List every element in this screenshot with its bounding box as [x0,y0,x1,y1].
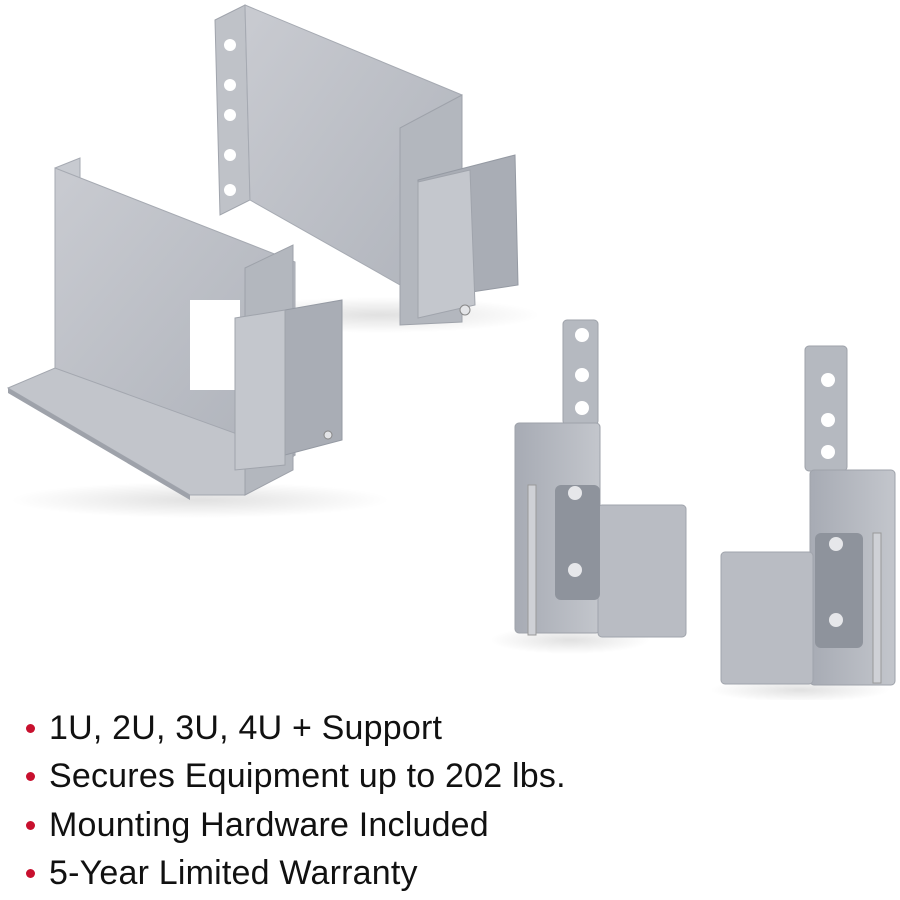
small-bracket-right [710,345,896,702]
product-image [6,4,896,702]
feature-item: 5-Year Limited Warranty [26,850,566,899]
large-bracket-rear [214,4,540,333]
feature-list: 1U, 2U, 3U, 4U + Support Secures Equipme… [26,704,566,898]
feature-text: 5-Year Limited Warranty [49,854,418,893]
bullet-icon [26,820,35,830]
large-bracket-front [6,157,390,518]
bullet-icon [26,869,35,879]
small-bracket-left [490,319,687,654]
feature-item: Mounting Hardware Included [26,801,566,850]
feature-text: Mounting Hardware Included [49,805,489,844]
brackets-illustration [6,4,896,702]
feature-text: 1U, 2U, 3U, 4U + Support [49,708,443,747]
feature-item: Secures Equipment up to 202 lbs. [26,753,566,802]
feature-text: Secures Equipment up to 202 lbs. [49,757,566,796]
bullet-icon [26,723,35,733]
feature-item: 1U, 2U, 3U, 4U + Support [26,704,566,753]
bullet-icon [26,772,35,782]
